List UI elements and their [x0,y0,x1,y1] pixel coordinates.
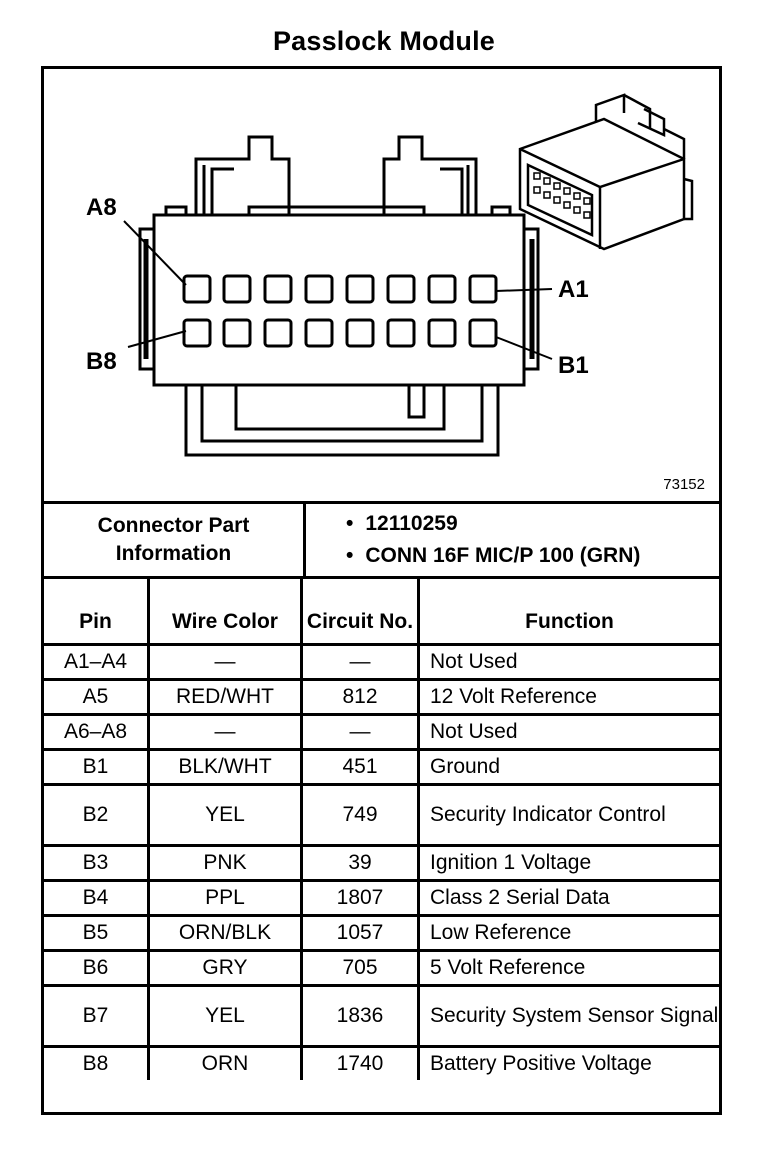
cell-circuit: 1807 [303,882,420,914]
header-wire-color: Wire Color [150,579,303,643]
cell-pin: A6–A8 [44,716,150,748]
cell-circuit: 1740 [303,1048,420,1080]
cell-circuit: 1836 [303,987,420,1045]
bullet: • [346,544,354,567]
cell-pin: B4 [44,882,150,914]
connector-info-label: Connector Part Information [44,504,306,576]
cell-function: Battery Positive Voltage [430,1052,652,1075]
cell-pin: B6 [44,952,150,984]
cell-wire-color: ORN/BLK [150,917,303,949]
cell-wire-color: YEL [150,786,303,844]
connector-description: CONN 16F MIC/P 100 (GRN) [365,544,641,567]
cell-pin: B5 [44,917,150,949]
cell-circuit: 705 [303,952,420,984]
label-a8: A8 [86,194,117,221]
cell-wire-color: RED/WHT [150,681,303,713]
label-b1: B1 [558,352,589,379]
cell-function: 12 Volt Reference [430,685,597,708]
pin-row-b [182,318,498,348]
cell-function: Ground [430,755,501,778]
table-row: A6–A8——Not Used [44,716,719,751]
cell-circuit: — [303,646,420,678]
label-b8: B8 [86,348,117,375]
part-number: 12110259 [365,512,458,535]
header-circuit: Circuit No. [303,579,420,643]
connector-diagram: A8 B8 A1 B1 73152 [44,69,719,501]
cell-circuit: 39 [303,847,420,879]
pinout-table: Connector Part Information • 12110259 • CO… [44,501,719,1080]
cell-pin: B8 [44,1048,150,1080]
cell-pin: B7 [44,987,150,1045]
connector-frame: A8 B8 A1 B1 73152 Connector Part Informa… [41,66,722,1115]
cell-circuit: 451 [303,751,420,783]
cell-wire-color: PPL [150,882,303,914]
cell-function: Low Reference [430,921,572,944]
connector-info-row: Connector Part Information • 12110259 • CO… [44,504,719,579]
header-function: Function [525,610,614,633]
cell-function: Class 2 Serial Data [430,886,610,909]
cell-function: Not Used [430,650,518,673]
cell-function: Ignition 1 Voltage [430,851,592,874]
cell-function: Security Indicator Control [430,803,666,826]
cell-wire-color: — [150,716,303,748]
cell-wire-color: — [150,646,303,678]
part-number-line: • 12110259 [346,508,719,540]
connector-info-values: • 12110259 • CONN 16F MIC/P 100 (GRN) [306,504,719,576]
cell-wire-color: PNK [150,847,303,879]
header-pin: Pin [44,579,150,643]
bullet: • [346,512,354,535]
cell-wire-color: ORN [150,1048,303,1080]
cell-function: Not Used [430,720,518,743]
cell-wire-color: BLK/WHT [150,751,303,783]
label-a1: A1 [558,276,589,303]
cell-circuit: 749 [303,786,420,844]
table-row: A1–A4——Not Used [44,646,719,681]
connector-iso-illustration [518,93,694,251]
description-line: • CONN 16F MIC/P 100 (GRN) [346,540,719,572]
page-title: Passlock Module [272,26,496,56]
cell-pin: B2 [44,786,150,844]
cell-wire-color: GRY [150,952,303,984]
cell-function: 5 Volt Reference [430,956,586,979]
connector-face-drawing: A8 B8 A1 B1 [86,93,694,457]
cell-circuit: 1057 [303,917,420,949]
cell-circuit: — [303,716,420,748]
cell-function: Security System Sensor Signal [430,1004,719,1027]
cell-pin: B3 [44,847,150,879]
cell-circuit: 812 [303,681,420,713]
figure-number: 73152 [663,476,705,493]
cell-pin: A1–A4 [44,646,150,678]
cell-pin: B1 [44,751,150,783]
cell-wire-color: YEL [150,987,303,1045]
cell-pin: A5 [44,681,150,713]
pin-row-a [182,274,498,304]
column-header-row: Pin Wire Color Circuit No. Function [44,579,719,646]
